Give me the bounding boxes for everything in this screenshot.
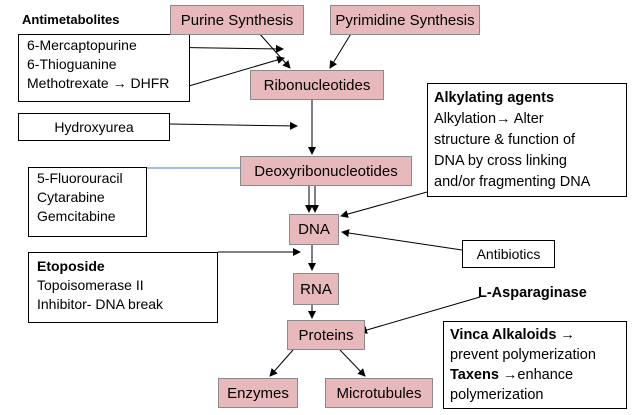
- etoposide-box: Etoposide Topoisomerase II Inhibitor- DN…: [28, 252, 218, 323]
- node-purine-synthesis: Purine Synthesis: [170, 5, 304, 35]
- node-microtubules: Microtubules: [325, 378, 433, 408]
- vinca-arrow: →: [556, 327, 575, 343]
- l-asparaginase-label: L-Asparaginase: [478, 285, 587, 301]
- taxens-title: Taxens: [450, 367, 499, 383]
- node-proteins: Proteins: [287, 320, 365, 350]
- fluorouracil-group-box: 5-Fluorouracil Cytarabine Gemcitabine: [28, 167, 147, 237]
- node-pyrimidine-synthesis: Pyrimidine Synthesis: [330, 5, 480, 35]
- drug-methotrexate: Methotrexate → DHFR: [27, 75, 170, 91]
- alkylating-line-4: and/or fragmenting DNA: [434, 174, 591, 190]
- arrow-thioguanine-to-ribonucleotides: [181, 56, 285, 89]
- drug-antibiotics: Antibiotics: [476, 245, 541, 262]
- arrow-purine-to-ribonucleotides: [257, 31, 291, 69]
- alkylating-line-3: DNA by cross linking: [434, 153, 567, 169]
- node-dna: DNA: [289, 214, 339, 245]
- vinca-text: prevent polymerization: [450, 347, 596, 363]
- drug-fluorouracil: 5-Fluorouracil: [37, 170, 123, 186]
- arrow-antibiotics-to-dna: [341, 229, 463, 251]
- antibiotics-box: Antibiotics: [462, 240, 555, 268]
- alkylating-title: Alkylating agents: [434, 90, 555, 106]
- taxens-text-2: polymerization: [450, 387, 544, 403]
- alkylating-line-2: structure & function of: [434, 132, 576, 148]
- drug-cytarabine: Cytarabine: [37, 189, 105, 205]
- arrow-pyrimidine-to-ribonucleotides: [329, 31, 353, 69]
- node-deoxyribonucleotides: Deoxyribonucleotides: [240, 156, 412, 186]
- node-enzymes: Enzymes: [218, 378, 298, 408]
- antimetabolites-heading: Antimetabolites: [22, 12, 120, 27]
- arrow-asparaginase-to-proteins: [359, 296, 481, 334]
- drug-hydroxyurea: Hydroxyurea: [54, 118, 134, 135]
- drug-thioguanine: 6-Thioguanine: [27, 56, 117, 72]
- antimetabolites-box: 6-Mercaptopurine 6-Thioguanine Methotrex…: [18, 34, 190, 102]
- vinca-taxens-box: Vinca Alkaloids → prevent polymerization…: [443, 321, 627, 409]
- node-ribonucleotides: Ribonucleotides: [250, 70, 384, 100]
- taxens-text: →enhance: [498, 367, 574, 383]
- arrow-alkylating-to-dna: [340, 191, 428, 218]
- node-rna: RNA: [293, 273, 339, 305]
- etoposide-line-2: Inhibitor- DNA break: [37, 296, 164, 312]
- vinca-alkaloids-title: Vinca Alkaloids: [450, 327, 557, 343]
- arrow-hydroxyurea-to-pathway: [169, 121, 298, 130]
- etoposide-line-1: Topoisomerase II: [37, 277, 144, 293]
- drug-mercaptopurine: 6-Mercaptopurine: [27, 37, 137, 53]
- alkylating-agents-box: Alkylating agents Alkylation→ Alter stru…: [427, 83, 627, 197]
- arrow-proteins-to-microtubules: [339, 349, 366, 377]
- etoposide-title: Etoposide: [37, 258, 105, 274]
- hydroxyurea-box: Hydroxyurea: [18, 113, 170, 141]
- drug-gemcitabine: Gemcitabine: [37, 208, 116, 224]
- arrow-proteins-to-enzymes: [269, 349, 294, 377]
- alkylating-line-1: Alkylation→ Alter: [434, 111, 544, 127]
